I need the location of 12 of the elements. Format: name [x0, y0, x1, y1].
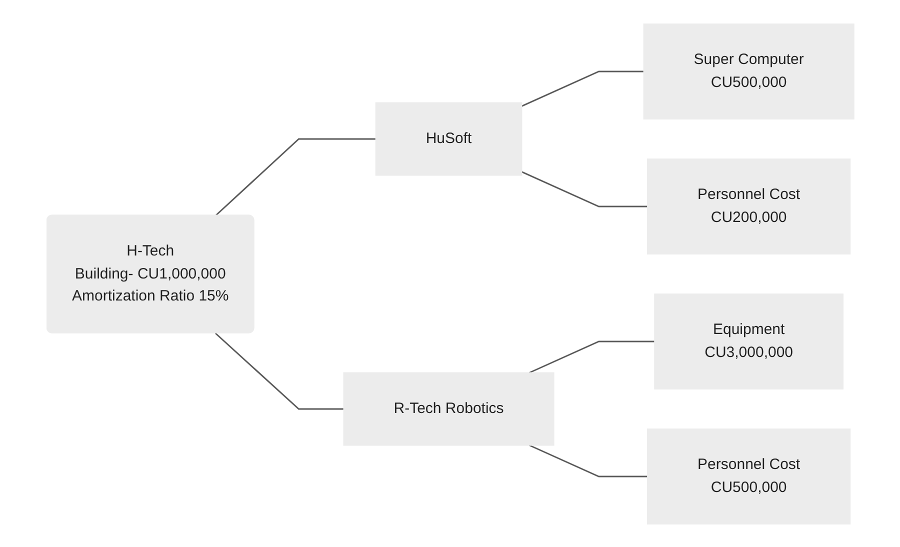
connector [520, 70, 644, 106]
connector [528, 444, 648, 477]
connector [214, 332, 344, 410]
connector [520, 170, 648, 207]
node-box: HuSoft [374, 102, 522, 176]
node-box: Personnel Cost CU200,000 [646, 158, 850, 254]
node-box: Personnel Cost CU500,000 [646, 428, 850, 524]
connector [214, 138, 376, 216]
connector [528, 340, 654, 373]
node-box: Super Computer CU500,000 [642, 23, 854, 119]
node-box: Equipment CU3,000,000 [654, 293, 844, 389]
node-box: R-Tech Robotics [342, 372, 554, 446]
